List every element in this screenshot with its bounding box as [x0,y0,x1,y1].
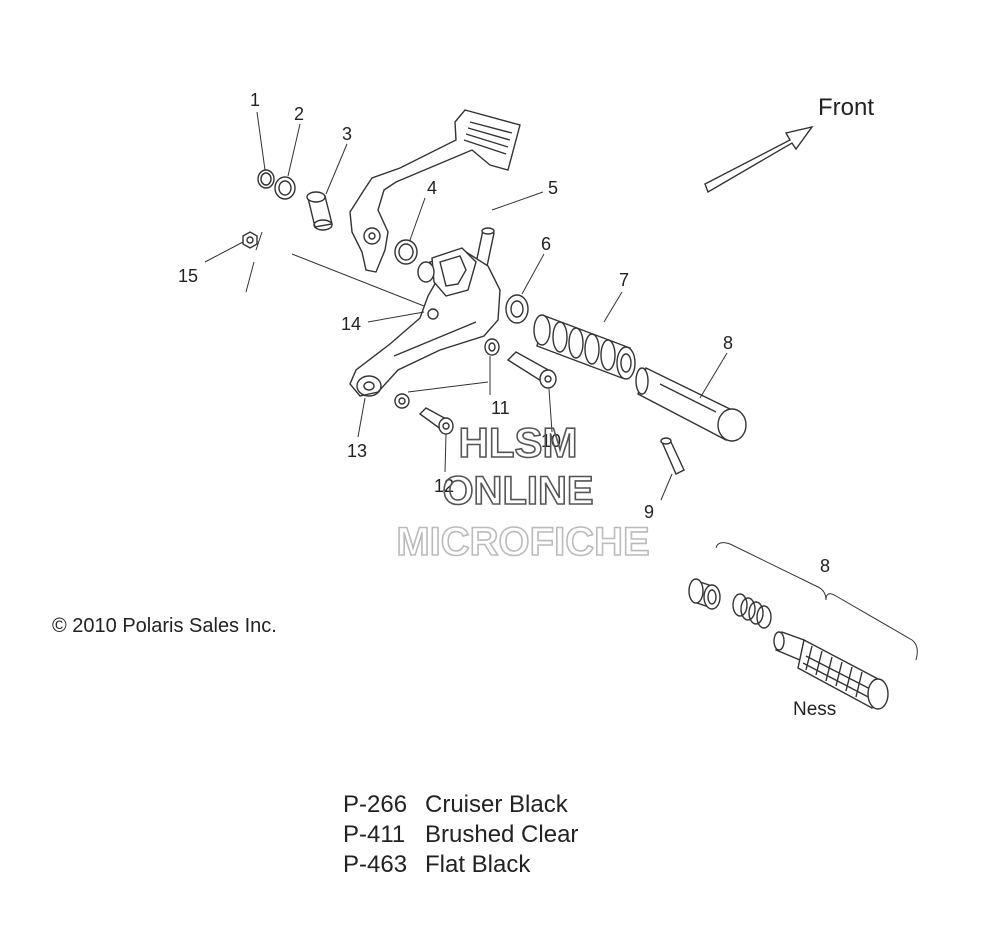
leader-lines [204,111,728,501]
part-1-snap-ring[interactable] [257,169,275,189]
callout-2: 2 [294,104,304,124]
kit-spring[interactable] [732,593,772,629]
part-11-washer[interactable] [394,338,500,409]
finish-name: Brushed Clear [425,821,579,848]
finish-code: P-463 [343,851,408,878]
watermark-line-1: HLSM [459,419,578,466]
part-12-bolt[interactable] [418,407,454,435]
legend-row: P-463 Flat Black [343,850,578,880]
part-6-washer[interactable] [505,294,529,324]
part-8-footpeg[interactable] [635,367,747,442]
callout-13: 13 [347,441,367,461]
callout-4: 4 [427,178,437,198]
callout-5: 5 [548,178,558,198]
watermark-line-2: ONLINE [442,469,593,513]
finish-legend: P-266 Cruiser Black P-411 Brushed Clear … [343,790,578,880]
part-10-bolt[interactable] [506,351,557,389]
callout-6: 6 [541,234,551,254]
legend-row: P-411 Brushed Clear [343,820,578,850]
callout-9: 9 [644,502,654,522]
callout-15: 15 [178,266,198,286]
assembly-centerline [245,231,263,293]
callout-8-kit: 8 [820,556,830,576]
finish-name: Flat Black [425,851,531,878]
lever-pedal-knurl-icon [463,121,513,155]
finish-code: P-411 [343,821,406,848]
kit-sleeve[interactable] [688,578,721,610]
callout-labels: 1 2 3 4 5 6 7 8 9 10 11 12 13 14 15 8 [178,90,830,576]
shift-lever-arm[interactable] [349,109,521,273]
copyright-text: © 2010 Polaris Sales Inc. [52,615,277,637]
kit-note-label: Ness [793,699,837,720]
legend-row: P-266 Cruiser Black [343,790,578,820]
callout-12: 12 [434,476,454,496]
kit-peg-knurl-icon [802,645,877,701]
front-arrow-icon [704,125,814,194]
callout-11: 11 [491,398,510,418]
finish-name: Cruiser Black [425,791,568,818]
callout-1: 1 [250,90,260,110]
watermark-line-3: MICROFICHE [396,520,649,564]
front-direction-label: Front [818,94,875,121]
callout-3: 3 [342,124,352,144]
callout-7: 7 [619,270,629,290]
part-3-bushing[interactable] [306,191,333,231]
kit-knurled-peg[interactable] [773,631,889,710]
finish-code: P-266 [343,791,408,818]
part-9-pin[interactable] [660,437,685,475]
watermark: HLSM ONLINE MICROFICHE [396,418,651,565]
kit-bracket [715,542,918,661]
part-15-nut[interactable] [242,231,258,249]
footpeg-bracket[interactable] [349,247,501,397]
callout-10: 10 [541,431,561,451]
part-7-spring[interactable] [533,314,636,380]
part-2-washer[interactable] [274,176,296,200]
part-4-o-ring[interactable] [394,239,418,265]
callout-8: 8 [723,333,733,353]
callout-14: 14 [341,314,361,334]
